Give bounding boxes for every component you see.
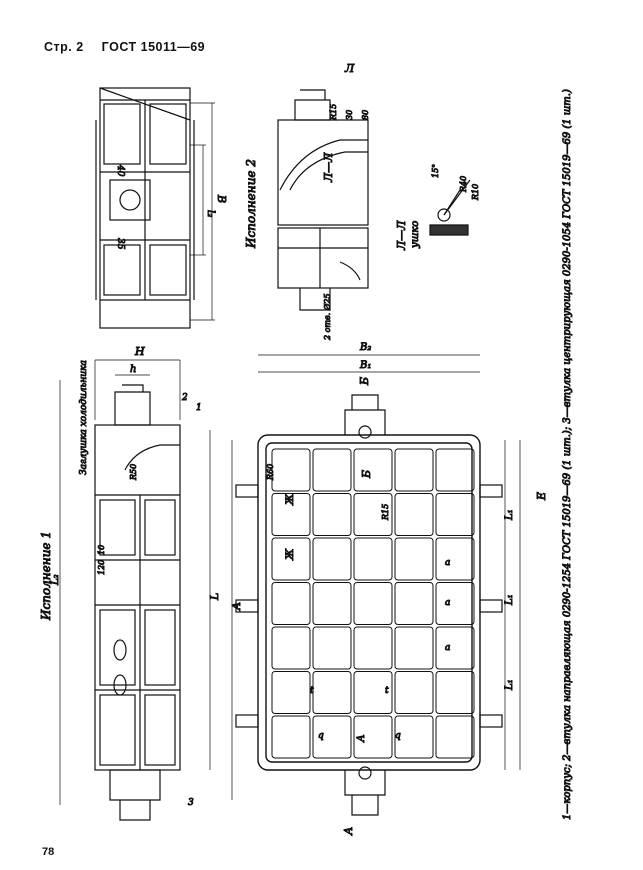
dim-a-3: a <box>445 643 450 653</box>
dim-30: 30 <box>345 110 354 120</box>
grid-cell <box>435 626 475 670</box>
grid-cell <box>435 493 475 536</box>
grid-cell <box>353 671 393 714</box>
standard-label: ГОСТ 15011—69 <box>101 40 206 54</box>
sec-A-inner: А <box>356 734 367 743</box>
dim-L1-b: L₁ <box>504 594 515 606</box>
dim-15deg: 15° <box>431 164 440 178</box>
grid-cell <box>312 715 352 759</box>
grid-cell <box>353 448 393 492</box>
grid-cell <box>435 671 475 714</box>
plan-grid <box>271 448 475 759</box>
grid-cell <box>312 537 352 581</box>
dim-L: L <box>208 593 221 601</box>
dim-t-1: t <box>310 686 314 696</box>
dim-10: 10 <box>97 545 106 555</box>
dim-120: 120 <box>97 560 106 575</box>
grid-cell <box>394 626 434 670</box>
grid-cell <box>435 715 475 759</box>
dim-R60: R60 <box>266 464 275 481</box>
ear-section <box>429 179 471 236</box>
grid-cell <box>271 582 311 625</box>
dim-40-top: 40 <box>115 164 125 177</box>
plan-lugs <box>235 394 503 816</box>
grid-cell <box>312 671 352 714</box>
dim-t-2: t <box>385 686 389 696</box>
dim-B1: B₁ <box>359 360 371 371</box>
grid-cell <box>271 626 311 670</box>
page-header: Стр. 2 ГОСТ 15011—69 <box>44 40 219 54</box>
dim-l2-top: l₂ <box>205 210 216 217</box>
dim-R50: R50 <box>129 464 138 481</box>
dim-L2: L₂ <box>50 574 61 586</box>
sec-L-top: Л <box>344 62 355 75</box>
holes-note: 2 отв. Ø25 <box>323 293 332 341</box>
grid-cell <box>394 671 434 714</box>
sec-B-inner: Б <box>360 470 373 479</box>
dim-a-1: a <box>445 558 450 568</box>
plan-dimension-lines <box>258 354 521 770</box>
grid-cell <box>353 493 393 536</box>
page-number: 78 <box>42 846 55 858</box>
sec-L-mid: Л—Л <box>322 152 335 183</box>
execution2-label: Исполнение 2 <box>244 159 258 249</box>
grid-cell <box>435 448 475 492</box>
dim-80: 80 <box>361 110 370 120</box>
dim-R15-plan: R15 <box>381 504 390 521</box>
figure-caption: 1—корпус; 2—втулка направляющая 0290-125… <box>562 89 573 820</box>
grid-cell <box>394 448 434 492</box>
grid-cell <box>435 582 475 625</box>
dim-R15-top: R15 <box>329 104 338 121</box>
grid-cell <box>394 493 434 536</box>
grid-cell <box>394 582 434 625</box>
dim-H: H <box>134 345 145 358</box>
grid-cell <box>435 537 475 581</box>
grid-cell <box>394 537 434 581</box>
dim-q-2: q <box>395 731 401 741</box>
dim-B2: B₂ <box>359 342 371 353</box>
grid-cell <box>271 537 311 581</box>
grid-cell <box>271 493 311 536</box>
coolant-plug-label: Заглушка холодильника <box>79 360 89 475</box>
grid-cell <box>353 626 393 670</box>
sec-Zh-2: Ж <box>285 548 296 561</box>
callout-2: 2 <box>181 393 188 403</box>
grid-cell <box>312 582 352 625</box>
grid-cell <box>353 582 393 625</box>
dim-R40: R40 <box>459 176 468 193</box>
callout-1: 1 <box>196 403 202 413</box>
execution2-dimension-lines <box>190 102 215 321</box>
sec-E: Е <box>535 492 548 501</box>
execution2-detail <box>277 89 369 311</box>
sec-A-bottom: А <box>342 827 355 836</box>
grid-cell <box>353 537 393 581</box>
dim-R10: R10 <box>471 184 480 201</box>
grid-cell <box>271 448 311 492</box>
grid-cell <box>394 715 434 759</box>
callout-3: 3 <box>188 798 194 808</box>
dim-B: B <box>215 194 228 203</box>
grid-cell <box>312 448 352 492</box>
section-LL-title: Л—Л <box>395 220 408 251</box>
dim-35: 35 <box>115 238 125 250</box>
grid-cell <box>312 493 352 536</box>
sec-B-top: Б <box>358 377 371 386</box>
page-label: Стр. 2 <box>44 40 84 54</box>
grid-cell <box>271 671 311 714</box>
execution1-side-view <box>94 384 181 821</box>
dim-h: h <box>130 364 136 375</box>
dim-a-2: a <box>445 598 450 608</box>
grid-cell <box>353 715 393 759</box>
section-LL-sub: ушко <box>410 221 421 249</box>
execution2-side-view <box>95 87 195 329</box>
dim-L1-a: L₁ <box>504 509 515 521</box>
execution1-dimension-lines <box>59 359 233 805</box>
dim-L1-c: L₁ <box>504 679 515 691</box>
dim-q-1: q <box>318 731 324 741</box>
grid-cell <box>271 715 311 759</box>
sec-Zh-1: Ж <box>285 493 296 506</box>
grid-cell <box>312 626 352 670</box>
execution1-label: Исполнение 1 <box>39 531 53 621</box>
